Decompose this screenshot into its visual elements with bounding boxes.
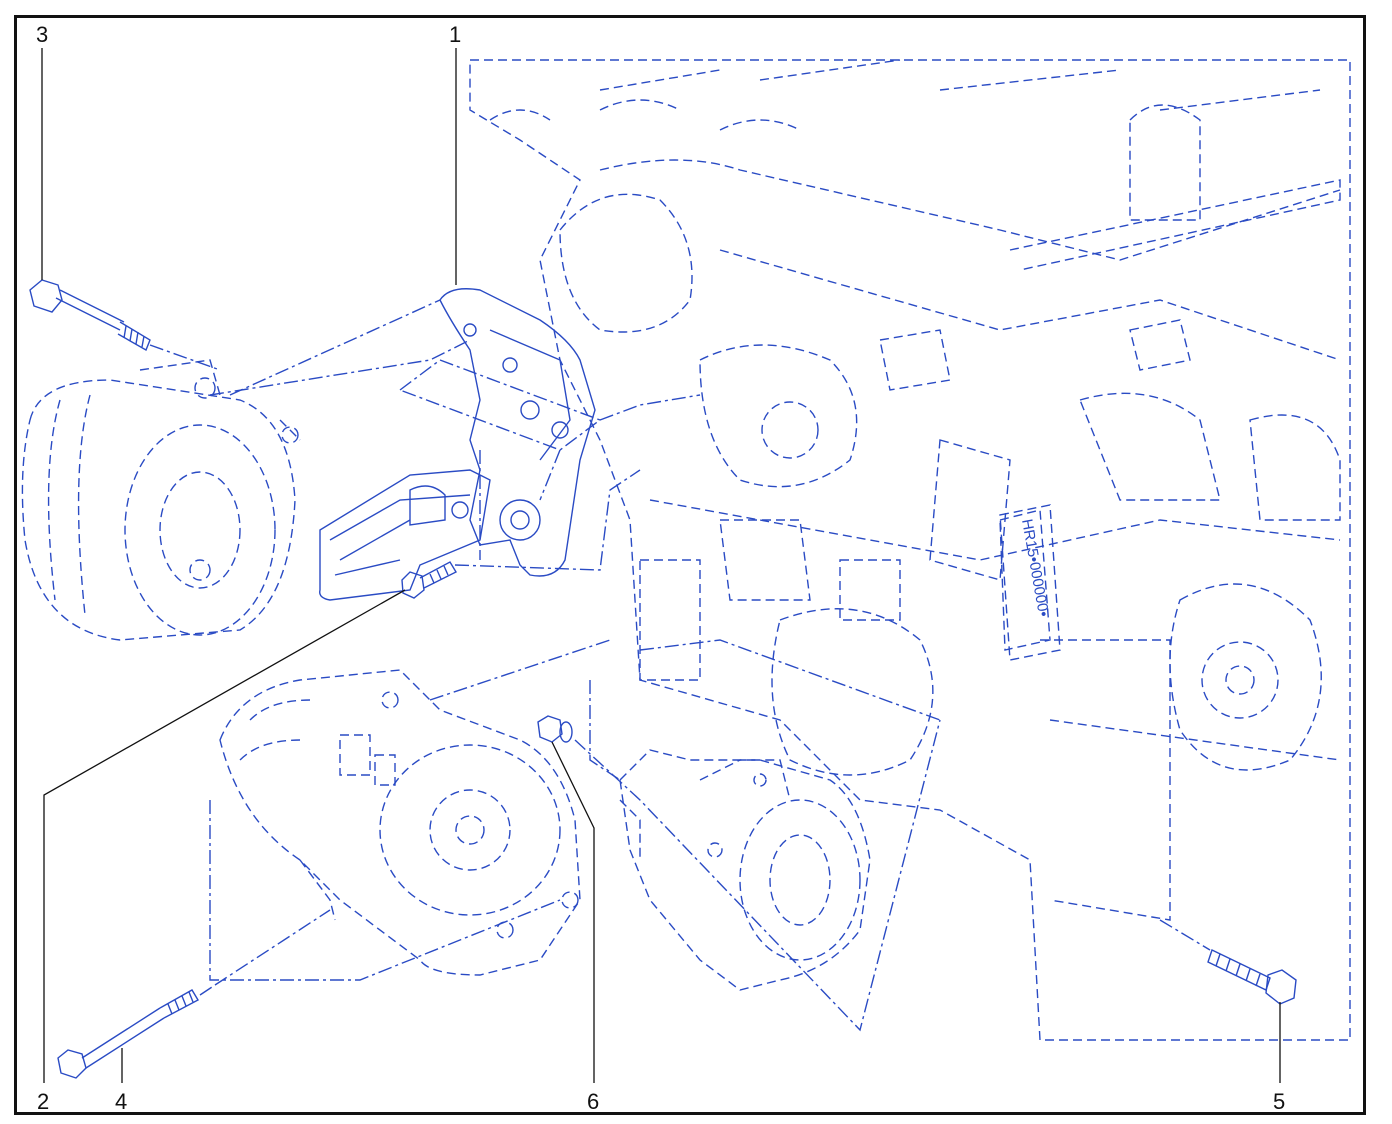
assembly-centerlines xyxy=(149,299,1211,1032)
engine-serial-plate: HR15•000000• xyxy=(999,504,1061,661)
compressor-bolt xyxy=(57,989,199,1079)
callout-2: 2 xyxy=(37,1089,50,1114)
callout-6: 6 xyxy=(587,1089,600,1114)
starter-bolt xyxy=(1207,949,1297,1005)
starter-nut xyxy=(537,715,573,743)
starter-motor xyxy=(619,749,871,991)
ac-compressor xyxy=(219,669,581,976)
leader-2 xyxy=(43,589,406,1083)
engine-marking: HR15•000000• xyxy=(1018,518,1052,618)
engine-block xyxy=(469,59,1351,1041)
leader-lines xyxy=(41,48,1281,1083)
callout-1: 1 xyxy=(449,22,462,47)
callout-3: 3 xyxy=(36,22,49,47)
leader-6 xyxy=(551,741,595,1083)
alternator xyxy=(21,359,301,641)
bracket-bolt xyxy=(401,561,457,599)
alternator-bolt xyxy=(29,279,151,352)
callout-5: 5 xyxy=(1273,1089,1286,1114)
callout-4: 4 xyxy=(115,1089,128,1114)
diagram-frame xyxy=(14,15,1366,1115)
mounting-bracket xyxy=(319,288,596,601)
